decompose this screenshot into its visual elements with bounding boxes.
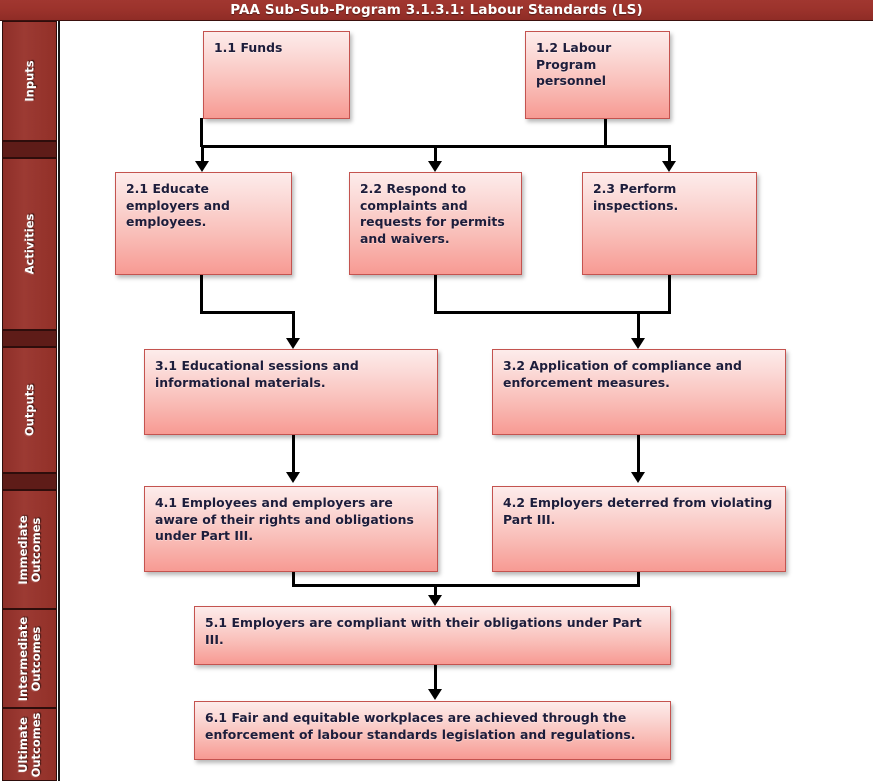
connector-outcomes-merge-bus: [292, 584, 640, 587]
connector-1-2-down: [604, 118, 607, 147]
node-3-2-compliance-enforcement[interactable]: 3.2 Application of compliance and enforc…: [492, 349, 786, 435]
sidebar-band-intermediate-outcomes: Intermediate Outcomes: [2, 609, 57, 708]
sidebar-separator-2: [2, 330, 57, 347]
node-4-2-label: 4.2 Employers deterred from violating Pa…: [503, 495, 773, 527]
node-6-1-label: 6.1 Fair and equitable workplaces are ac…: [205, 710, 636, 742]
page-title: PAA Sub-Sub-Program 3.1.3.1: Labour Stan…: [230, 2, 643, 18]
connector-bus-to-2-3: [668, 145, 671, 163]
sidebar-band-outputs-label: Outputs: [22, 383, 36, 437]
node-1-2-label: 1.2 Labour Program personnel: [536, 40, 612, 88]
node-2-1-label: 2.1 Educate employers and employees.: [126, 181, 230, 229]
arrow-to-2-3: [662, 161, 676, 172]
sidebar-band-immediate-outcomes: Immediate Outcomes: [2, 490, 57, 609]
connector-4-1-down: [292, 571, 295, 586]
node-3-1-label: 3.1 Educational sessions and information…: [155, 358, 359, 390]
connector-bus-to-2-2: [434, 145, 437, 163]
node-5-1-label: 5.1 Employers are compliant with their o…: [205, 615, 642, 647]
sidebar-band-activities-label: Activities: [22, 213, 36, 275]
node-4-1-label: 4.1 Employees and employers are aware of…: [155, 495, 414, 543]
diagram-title-bar: PAA Sub-Sub-Program 3.1.3.1: Labour Stan…: [0, 0, 873, 21]
connector-activities-merge-bus: [434, 311, 671, 314]
connector-1-1-down: [200, 118, 203, 147]
node-2-1-educate[interactable]: 2.1 Educate employers and employees.: [115, 172, 292, 275]
node-4-2-deterrence[interactable]: 4.2 Employers deterred from violating Pa…: [492, 486, 786, 572]
connector-3-2-to-4-2: [637, 434, 640, 473]
node-4-1-awareness[interactable]: 4.1 Employees and employers are aware of…: [144, 486, 438, 572]
connector-2-3-down: [668, 274, 671, 313]
connector-2-1-down: [200, 274, 203, 313]
connector-4-2-down: [637, 571, 640, 586]
arrow-to-2-2: [428, 161, 442, 172]
arrow-to-4-1: [286, 472, 300, 483]
node-2-2-label: 2.2 Respond to complaints and requests f…: [360, 181, 505, 246]
node-5-1-compliance[interactable]: 5.1 Employers are compliant with their o…: [194, 606, 671, 665]
sidebar-band-outputs: Outputs: [2, 347, 57, 473]
sidebar-band-inputs: Inputs: [2, 21, 57, 141]
sidebar-band-inputs-label: Inputs: [22, 60, 36, 102]
connector-bus-to-2-1: [201, 145, 204, 163]
node-1-2-labour-program-personnel[interactable]: 1.2 Labour Program personnel: [525, 31, 670, 119]
sidebar-band-immediate-outcomes-label: Immediate Outcomes: [15, 514, 43, 585]
sidebar-band-ultimate-outcomes: Ultimate Outcomes: [2, 708, 57, 781]
connector-2-2-down: [434, 274, 437, 313]
connector-merge-to-3-2: [637, 311, 640, 340]
node-3-2-label: 3.2 Application of compliance and enforc…: [503, 358, 742, 390]
arrow-to-4-2: [631, 472, 645, 483]
node-3-1-educational-sessions[interactable]: 3.1 Educational sessions and information…: [144, 349, 438, 435]
node-1-1-label: 1.1 Funds: [214, 40, 283, 55]
arrow-to-3-2: [631, 338, 645, 349]
connector-5-1-to-6-1: [434, 664, 437, 690]
sidebar-band-intermediate-outcomes-label: Intermediate Outcomes: [15, 616, 43, 701]
arrow-to-2-1: [195, 161, 209, 172]
node-2-2-respond[interactable]: 2.2 Respond to complaints and requests f…: [349, 172, 522, 275]
sidebar-band-activities: Activities: [2, 158, 57, 330]
arrow-to-3-1: [286, 338, 300, 349]
connector-2-1-to-3-1: [292, 311, 295, 340]
arrow-to-6-1: [428, 689, 442, 700]
stage-sidebar: Inputs Activities Outputs Immediate Outc…: [0, 21, 58, 781]
sidebar-band-ultimate-outcomes-label: Ultimate Outcomes: [15, 712, 43, 777]
node-1-1-funds[interactable]: 1.1 Funds: [203, 31, 350, 119]
arrow-to-5-1: [428, 595, 442, 606]
sidebar-separator-1: [2, 141, 57, 158]
connector-merge-to-5-1: [434, 584, 437, 597]
node-6-1-fair-workplaces[interactable]: 6.1 Fair and equitable workplaces are ac…: [194, 701, 671, 760]
sidebar-separator-3: [2, 473, 57, 490]
node-2-3-label: 2.3 Perform inspections.: [593, 181, 679, 213]
node-2-3-inspections[interactable]: 2.3 Perform inspections.: [582, 172, 757, 275]
connector-2-1-right: [200, 311, 295, 314]
connector-3-1-to-4-1: [292, 434, 295, 473]
